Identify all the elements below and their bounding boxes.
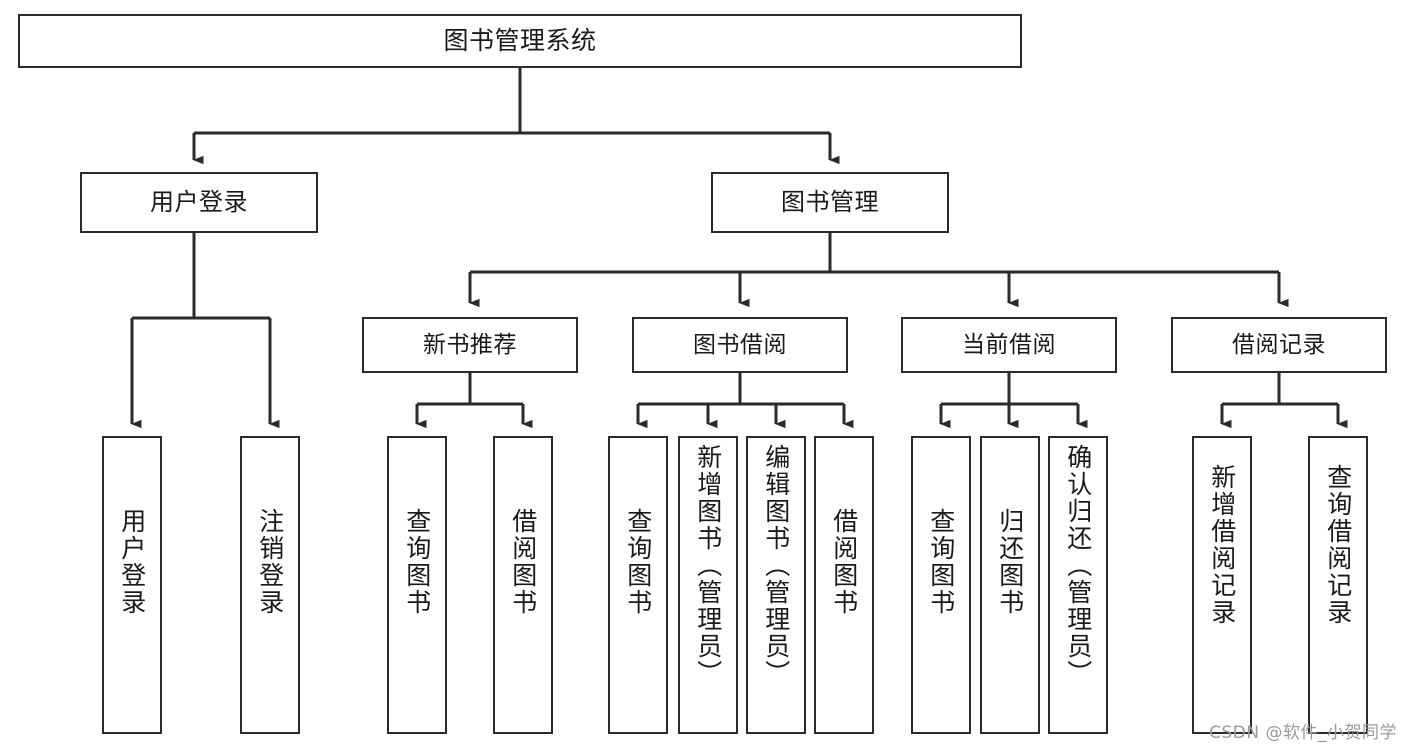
node-leaf-confirm-return[interactable]: 确认归还（管理员） xyxy=(1048,436,1108,734)
node-leaf-confirm-return-label: 确认归还（管理员） xyxy=(1063,444,1093,687)
node-book-borrow[interactable]: 图书借阅 xyxy=(632,317,848,373)
node-leaf-return-book[interactable]: 归还图书 xyxy=(980,436,1040,734)
node-leaf-query-record[interactable]: 查询借阅记录 xyxy=(1308,436,1368,734)
node-leaf-query-book-2-label: 查询图书 xyxy=(623,508,653,616)
node-leaf-logout-login[interactable]: 注销登录 xyxy=(240,436,300,734)
node-leaf-add-record[interactable]: 新增借阅记录 xyxy=(1192,436,1252,734)
node-new-book-recommend[interactable]: 新书推荐 xyxy=(362,317,578,373)
node-new-book-recommend-label: 新书推荐 xyxy=(423,331,517,358)
node-leaf-query-book-1[interactable]: 查询图书 xyxy=(387,436,447,734)
node-leaf-borrow-book-2-label: 借阅图书 xyxy=(829,508,859,616)
node-leaf-query-book-3[interactable]: 查询图书 xyxy=(911,436,971,734)
node-book-borrow-label: 图书借阅 xyxy=(693,331,787,358)
node-leaf-query-book-2[interactable]: 查询图书 xyxy=(608,436,668,734)
node-leaf-user-login[interactable]: 用户登录 xyxy=(102,436,162,734)
node-leaf-borrow-book-1[interactable]: 借阅图书 xyxy=(493,436,553,734)
node-book-manage-label: 图书管理 xyxy=(781,187,879,216)
node-leaf-return-book-label: 归还图书 xyxy=(995,508,1025,616)
node-leaf-query-book-1-label: 查询图书 xyxy=(402,508,432,616)
node-root-book-management-system[interactable]: 图书管理系统 xyxy=(18,14,1022,68)
node-leaf-borrow-book-2[interactable]: 借阅图书 xyxy=(814,436,874,734)
node-leaf-logout-login-label: 注销登录 xyxy=(255,508,285,616)
node-book-manage[interactable]: 图书管理 xyxy=(711,172,949,233)
node-current-borrow-label: 当前借阅 xyxy=(962,331,1056,358)
node-leaf-query-book-3-label: 查询图书 xyxy=(926,508,956,616)
node-leaf-add-book[interactable]: 新增图书（管理员） xyxy=(678,436,738,734)
node-leaf-add-record-label: 新增借阅记录 xyxy=(1207,464,1237,626)
node-leaf-edit-book-label: 编辑图书（管理员） xyxy=(761,444,791,687)
node-user-login[interactable]: 用户登录 xyxy=(80,172,318,233)
node-root-label: 图书管理系统 xyxy=(443,25,597,55)
node-leaf-borrow-book-1-label: 借阅图书 xyxy=(508,508,538,616)
node-borrow-record[interactable]: 借阅记录 xyxy=(1171,317,1387,373)
node-leaf-query-record-label: 查询借阅记录 xyxy=(1323,464,1353,626)
node-user-login-label: 用户登录 xyxy=(150,187,248,216)
node-leaf-add-book-label: 新增图书（管理员） xyxy=(693,444,723,687)
node-borrow-record-label: 借阅记录 xyxy=(1232,331,1326,358)
node-leaf-edit-book[interactable]: 编辑图书（管理员） xyxy=(746,436,806,734)
node-leaf-user-login-label: 用户登录 xyxy=(117,508,147,616)
node-current-borrow[interactable]: 当前借阅 xyxy=(901,317,1117,373)
